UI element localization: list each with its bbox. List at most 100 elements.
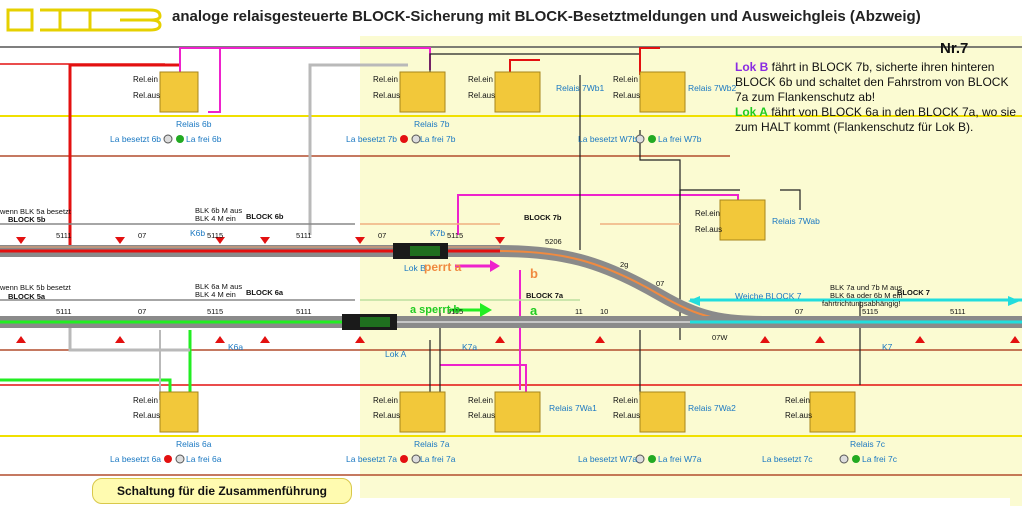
weiche-7-label: Weiche BLOCK 7 xyxy=(735,291,802,301)
page-title: analoge relaisgesteuerte BLOCK-Sicherung… xyxy=(172,8,921,25)
relay-7wb1-aus: Rel.aus xyxy=(468,91,495,100)
lamp-indicators xyxy=(163,134,860,464)
track-num-5206: 5206 xyxy=(545,237,562,246)
relay-7wb1-ein: Rel.ein xyxy=(468,75,493,84)
right-highlight xyxy=(1010,36,1022,506)
relay-7wa2-ein: Rel.ein xyxy=(613,396,638,405)
logo xyxy=(6,8,162,32)
relay-6a-aus: Rel.aus xyxy=(133,411,160,420)
block-7b-label: BLOCK 7b xyxy=(524,213,562,222)
track-num-5111-a: 5111 xyxy=(56,307,72,316)
relay-7wa1-label: Relais 7Wa1 xyxy=(549,403,597,413)
lamp-frei-w7a: La frei W7a xyxy=(658,454,702,464)
track-num-07w: 07W xyxy=(712,333,728,342)
relay-7a-ein: Rel.ein xyxy=(373,396,398,405)
track-num-2g: 2g xyxy=(620,260,628,269)
lok-b-name: Lok B xyxy=(735,60,769,74)
relay-7wa1-aus: Rel.aus xyxy=(468,411,495,420)
relay-7wb2-label: Relais 7Wb2 xyxy=(688,83,736,93)
contact-k7a: K7a xyxy=(462,342,477,352)
block-range-arrows xyxy=(0,223,1022,302)
block-5a-label: BLOCK 5a xyxy=(8,292,46,301)
lok-a-text: fährt von BLOCK 6a in den BLOCK 7a, wo s… xyxy=(735,105,1017,134)
relay-7wab-label: Relais 7Wab xyxy=(772,216,820,226)
callout-note: Schaltung für die Zusammenführung xyxy=(92,478,352,504)
lamp-frei-6a: La frei 6a xyxy=(186,454,222,464)
lamp-frei-7b: La frei 7b xyxy=(420,134,456,144)
track-num-5115-a2: 5115 xyxy=(447,307,463,316)
contact-k7b: K7b xyxy=(430,228,445,238)
wenn-5b-note: wenn BLK 5b besetzt xyxy=(0,283,72,292)
block-7-label: BLOCK 7 xyxy=(897,288,930,297)
blk-7-note-1: BLK 7a und 7b M aus xyxy=(830,283,902,292)
lamp-besetzt-7b: La besetzt 7b xyxy=(346,134,397,144)
track-num-07-b: 07 xyxy=(138,231,146,240)
track-num-5115-b: 5115 xyxy=(207,231,223,240)
relay-7c-ein: Rel.ein xyxy=(785,396,810,405)
block-5b-label: BLOCK 5b xyxy=(8,215,46,224)
relay-7wab-aus: Rel.aus xyxy=(695,225,722,234)
loco-a-label: Lok A xyxy=(385,349,407,359)
relay-7wa1-ein: Rel.ein xyxy=(468,396,493,405)
track-num-5111-b: 5111 xyxy=(56,231,72,240)
contact-k6a: K6a xyxy=(228,342,243,352)
lamp-frei-7c: La frei 7c xyxy=(862,454,898,464)
relay-7a-aus: Rel.aus xyxy=(373,411,400,420)
relay-6a-ein: Rel.ein xyxy=(133,396,158,405)
relay-7wa2-aus: Rel.aus xyxy=(613,411,640,420)
track-num-10: 10 xyxy=(600,307,608,316)
lamp-besetzt-w7b: La besetzt W7b xyxy=(578,134,637,144)
diagram-number: Nr.7 xyxy=(940,40,969,57)
track-a-letter: a xyxy=(530,303,538,318)
perrt-a-label: perrt a xyxy=(424,260,462,274)
relay-7wb2-aus: Rel.aus xyxy=(613,91,640,100)
blk-6b-note-2: BLK 4 M ein xyxy=(195,214,236,223)
relay-6b-label: Relais 6b xyxy=(176,119,212,129)
blk-6b-note-1: BLK 6b M aus xyxy=(195,206,242,215)
relay-boxes xyxy=(159,71,856,433)
block-6a-label: BLOCK 6a xyxy=(246,288,284,297)
loco-b-label: Lok B xyxy=(404,263,426,273)
loco-a xyxy=(342,314,397,330)
relay-7wa2-label: Relais 7Wa2 xyxy=(688,403,736,413)
track-a xyxy=(0,316,1022,328)
blk-6a-note-2: BLK 4 M ein xyxy=(195,290,236,299)
lamp-besetzt-7c: La besetzt 7c xyxy=(762,454,813,464)
track-signals xyxy=(16,237,1020,343)
lok-b-text: fährt in BLOCK 7b, sicherte ihren hinter… xyxy=(735,60,1009,104)
lamp-frei-7a: La frei 7a xyxy=(420,454,456,464)
lamp-frei-6b: La frei 6b xyxy=(186,134,222,144)
track-num-5111-b2: 5111 xyxy=(296,231,312,240)
block-6b-label: BLOCK 6b xyxy=(246,212,284,221)
track-num-5115-a: 5115 xyxy=(207,307,223,316)
relay-6b-aus: Rel.aus xyxy=(133,91,160,100)
lamp-frei-w7b: La frei W7b xyxy=(658,134,702,144)
block-7a-label: BLOCK 7a xyxy=(526,291,564,300)
track-num-5115-a3: 5115 xyxy=(862,307,878,316)
track-num-11: 11 xyxy=(575,307,583,316)
lamp-besetzt-6a: La besetzt 6a xyxy=(110,454,161,464)
relay-7c-aus: Rel.aus xyxy=(785,411,812,420)
track-num-5115-b2: 5115 xyxy=(447,231,463,240)
track-num-07-a3: 07 xyxy=(795,307,803,316)
blk-7-note-2: BLK 6a oder 6b M ein xyxy=(830,291,903,300)
relay-7c-label: Relais 7c xyxy=(850,439,886,449)
direction-arrows xyxy=(450,260,1020,317)
track-b-letter: b xyxy=(530,266,538,281)
lamp-besetzt-7a: La besetzt 7a xyxy=(346,454,397,464)
loco-b xyxy=(393,243,448,259)
relay-7b-label: Relais 7b xyxy=(414,119,450,129)
track-num-07-b2: 07 xyxy=(378,231,386,240)
description: Lok B fährt in BLOCK 7b, sicherte ihren … xyxy=(735,60,1020,135)
relay-7wab-ein: Rel.ein xyxy=(695,209,720,218)
lamp-besetzt-6b: La besetzt 6b xyxy=(110,134,161,144)
contact-k6b: K6b xyxy=(190,228,205,238)
wenn-5a-note: wenn BLK 5a besetzt xyxy=(0,207,72,216)
track-num-07-curve: 07 xyxy=(656,279,664,288)
relay-6b-ein: Rel.ein xyxy=(133,75,158,84)
relay-7a-label: Relais 7a xyxy=(414,439,450,449)
track-num-5111-a3: 5111 xyxy=(950,307,966,316)
blk-7-note-3: fahrtrichtungsabhängig! xyxy=(822,299,900,308)
relay-7wb1-label: Relais 7Wb1 xyxy=(556,83,604,93)
